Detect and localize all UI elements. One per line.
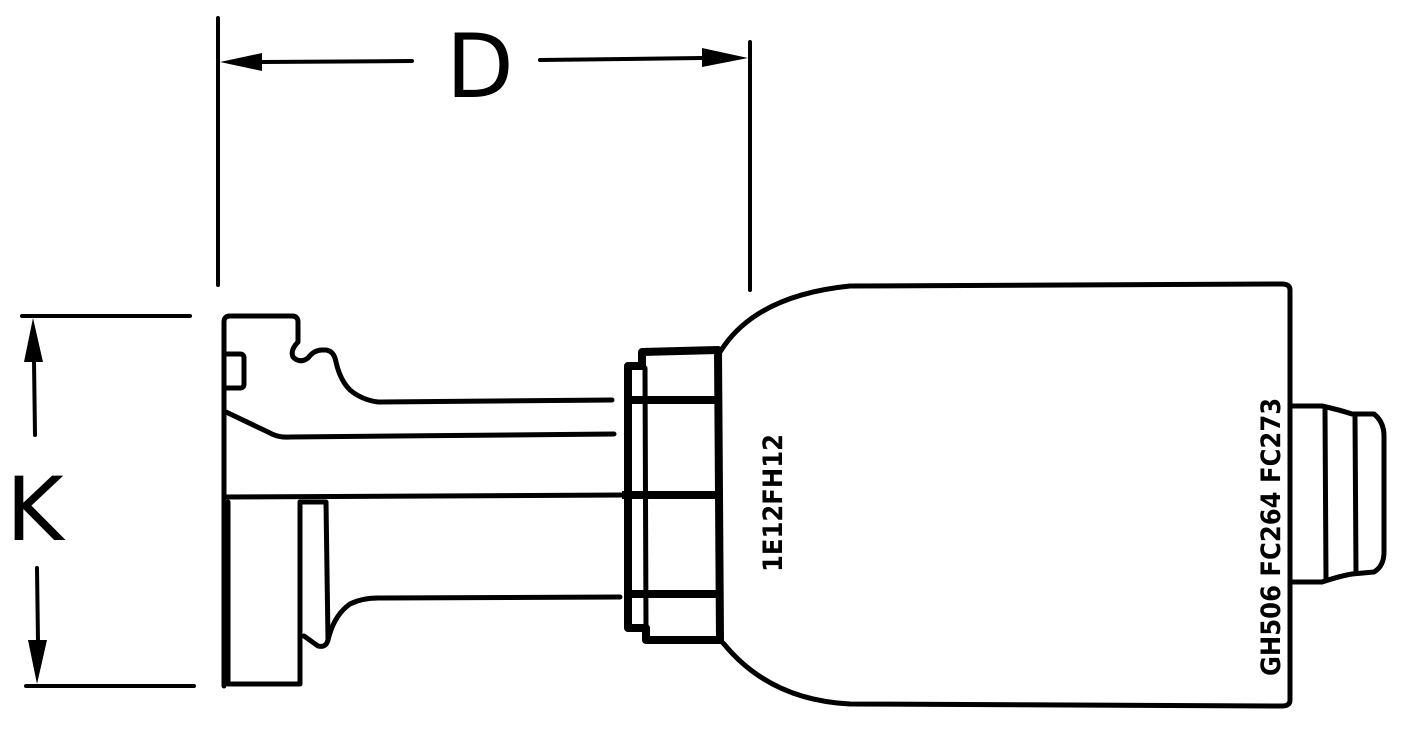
dimension-label-d: D xyxy=(446,15,514,118)
arrowhead-right-icon xyxy=(702,48,748,67)
flange-upper-profile xyxy=(221,313,615,453)
flange-lower-fillet xyxy=(325,594,623,643)
flange-slot xyxy=(223,351,247,391)
nut-part-marking: 1E12FH12 xyxy=(758,434,789,572)
ferrule-part-marking: GH506 FC264 FC273 xyxy=(1256,398,1287,676)
arrowhead-down-icon xyxy=(28,640,47,684)
flange-lower-block xyxy=(225,499,303,687)
flange-lower-lip xyxy=(297,499,331,649)
arrowhead-left-icon xyxy=(220,53,262,71)
ferrule xyxy=(717,281,1293,709)
nut-chamfer-line xyxy=(642,365,649,631)
stub-outline xyxy=(1289,403,1387,585)
dimension-line-right xyxy=(538,56,704,62)
dimension-d: D xyxy=(216,15,752,292)
dimension-k: K xyxy=(6,314,196,688)
tube-center-edge xyxy=(221,492,625,500)
dimension-line-left xyxy=(260,59,414,64)
hose-stub xyxy=(1289,403,1387,585)
dimension-line-top xyxy=(32,358,37,437)
stub-ring-2 xyxy=(1352,413,1359,575)
dimension-line-bottom xyxy=(35,566,40,644)
stub-ring-1 xyxy=(1322,407,1329,583)
hex-nut xyxy=(622,346,724,644)
flange-taper xyxy=(223,409,617,440)
ferrule-outline xyxy=(717,281,1293,709)
dimension-label-k: K xyxy=(6,458,66,561)
arrowhead-up-icon xyxy=(24,318,43,362)
flange xyxy=(221,313,625,689)
